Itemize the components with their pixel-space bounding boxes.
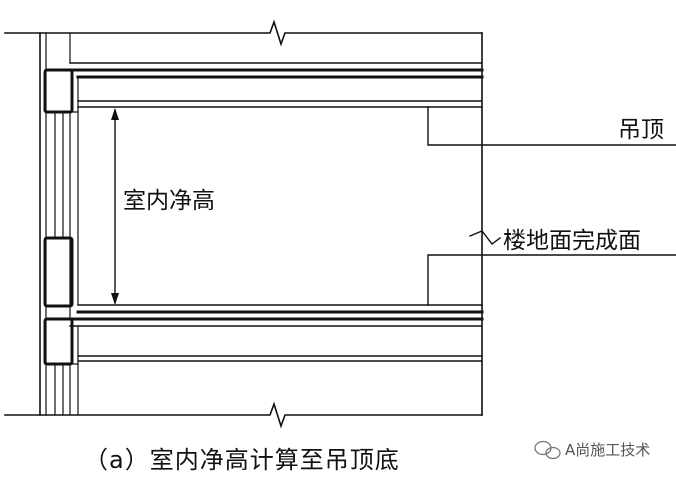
bottom-break-line [4, 401, 483, 429]
dimension-arrow-bottom [111, 293, 119, 305]
wechat-icon [534, 440, 561, 460]
upper-lintel-box [43, 68, 74, 114]
dimension-arrow-top [111, 108, 119, 120]
middle-lintel-box [43, 236, 74, 308]
figure-caption: （a）室内净高计算至吊顶底 [84, 446, 400, 474]
ceiling-leader [427, 106, 676, 146]
floor-finish-leader [427, 254, 676, 306]
watermark-text: A尚施工技术 [565, 441, 650, 459]
right-break-marker [469, 230, 501, 245]
ceiling-label: 吊顶 [618, 117, 664, 143]
lower-lintel-box [43, 317, 74, 366]
watermark: A尚施工技术 [534, 440, 650, 460]
clear-height-label: 室内净高 [123, 188, 215, 214]
floor-finish-label: 楼地面完成面 [503, 228, 641, 254]
top-break-line [4, 19, 483, 47]
